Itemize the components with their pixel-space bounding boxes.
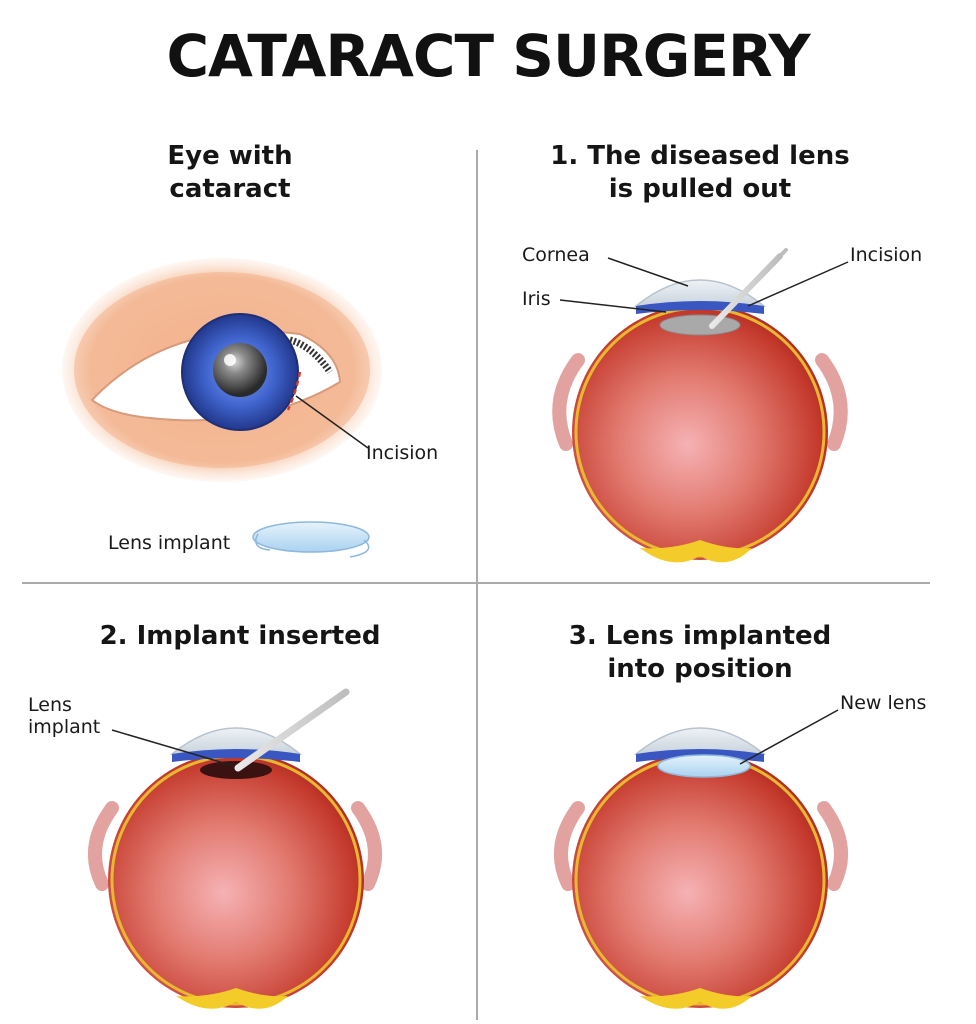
panel-title-step1: 1. The diseased lens is pulled out (550, 141, 850, 204)
panel-title-step2: 2. Implant inserted (99, 621, 381, 651)
incision-label-step1: Incision (850, 244, 923, 266)
eye-front-view-icon (62, 258, 382, 482)
new-lens-label: New lens (840, 692, 927, 714)
eyeball-step1-icon (552, 248, 849, 563)
page-title: CATARACT SURGERY (166, 22, 810, 90)
lens-implant-label-step2: Lens implant (28, 694, 101, 738)
incision-label: Incision (366, 442, 439, 464)
eyeball-step2-icon (87, 688, 383, 1009)
lens-implant-icon (252, 521, 370, 558)
cornea-label: Cornea (522, 244, 590, 266)
eyeball-step3-icon (553, 709, 849, 1009)
panel-title-step3: 3. Lens implanted into position (568, 621, 832, 684)
lens-implant-label: Lens implant (108, 532, 231, 554)
iris-label: Iris (522, 288, 551, 310)
panel-title-eye-with-cataract: Eye with cataract (167, 141, 293, 204)
